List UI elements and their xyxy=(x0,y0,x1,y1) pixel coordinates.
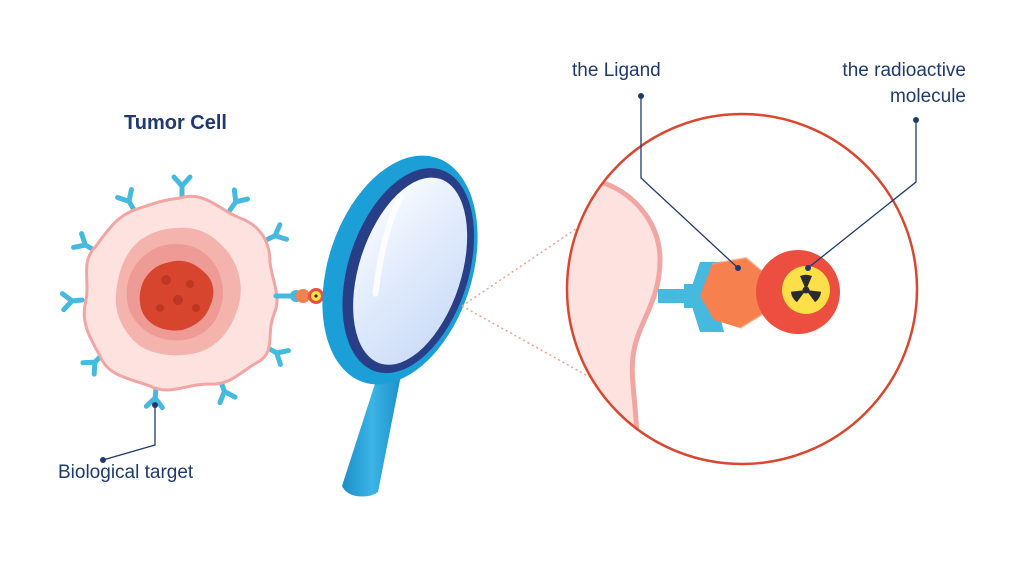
diagram-title: Tumor Cell xyxy=(124,112,227,134)
biological-target-label: Biological target xyxy=(58,462,194,483)
radioactive-label-line2: molecule xyxy=(889,86,966,107)
ligand-leader xyxy=(638,93,741,271)
ligand-shape xyxy=(700,258,770,328)
radioactive-leader xyxy=(805,117,919,271)
receptor-icon xyxy=(62,292,82,310)
tumor-cell xyxy=(62,177,324,408)
receptor-icon xyxy=(174,177,190,196)
magnifying-glass-icon xyxy=(322,155,478,497)
radioactive-molecule xyxy=(756,250,840,334)
radioactive-trefoil-icon xyxy=(790,274,822,303)
radioactive-label-line1: the radioactive xyxy=(842,60,966,81)
mini-radioligand xyxy=(273,288,324,304)
radioactive-label: the radioactive molecule xyxy=(842,58,966,110)
zoom-circle xyxy=(565,112,919,466)
nucleus-texture xyxy=(156,275,200,312)
ligand-label: the Ligand xyxy=(572,60,661,81)
biological-target-leader xyxy=(100,402,158,463)
